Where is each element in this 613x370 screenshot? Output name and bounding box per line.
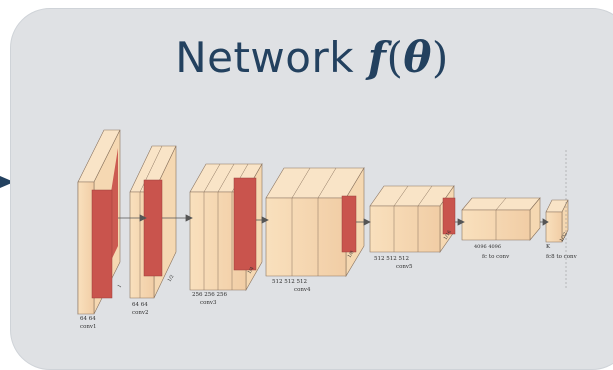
conv4-scale-label: 1/8 [347, 250, 356, 259]
fc-label: fc to conv [482, 254, 510, 260]
conv2-activation [143, 179, 163, 277]
conv3-label: conv3 [200, 300, 217, 306]
conv1-activation [91, 189, 113, 299]
conv2-dim-label: 64 64 [132, 302, 148, 308]
fc-block [461, 197, 541, 241]
fc8-label: fc8 to conv [546, 254, 578, 260]
fc8-scale-label: 1/32 [559, 231, 569, 243]
conv4-label: conv4 [294, 287, 311, 293]
conv1-dim-label: 64 64 [80, 316, 96, 322]
fc8-k-label: K [546, 244, 551, 250]
title-parameter: θ [403, 33, 432, 82]
title-open-paren: ( [386, 33, 404, 82]
conv4-dim-label: 512 512 512 [272, 279, 307, 285]
conv5-activation [442, 197, 456, 235]
fc-dim-label: 4096 4096 [474, 244, 501, 250]
card-title: Network f(θ) [11, 37, 613, 79]
conv2-scale-label: 1/2 [167, 274, 176, 283]
conv1-block [77, 129, 121, 315]
conv4-activation [341, 195, 357, 253]
conv3-scale-label: 1/4 [247, 266, 256, 275]
conv3-block [189, 162, 263, 292]
conv4-block [265, 166, 365, 278]
conv1-scale-label: 1 [117, 283, 124, 289]
conv2-label: conv2 [132, 310, 149, 316]
conv5-label: conv5 [396, 264, 413, 270]
conv5-dim-label: 512 512 512 [374, 256, 409, 262]
incoming-arrow-icon [0, 176, 14, 188]
conv3-activation [233, 177, 257, 271]
conv5-block [369, 185, 456, 253]
title-text: Network [175, 33, 368, 82]
conv3-dim-label: 256 256 256 [192, 292, 227, 298]
connection-arrows [118, 214, 549, 226]
conv1-label: conv1 [80, 324, 97, 330]
conv2-block [129, 145, 177, 299]
conv5-scale-label: 1/16 [443, 229, 453, 241]
title-function: f [367, 33, 387, 82]
title-close-paren: ) [431, 33, 449, 82]
fc8-block [545, 150, 569, 290]
